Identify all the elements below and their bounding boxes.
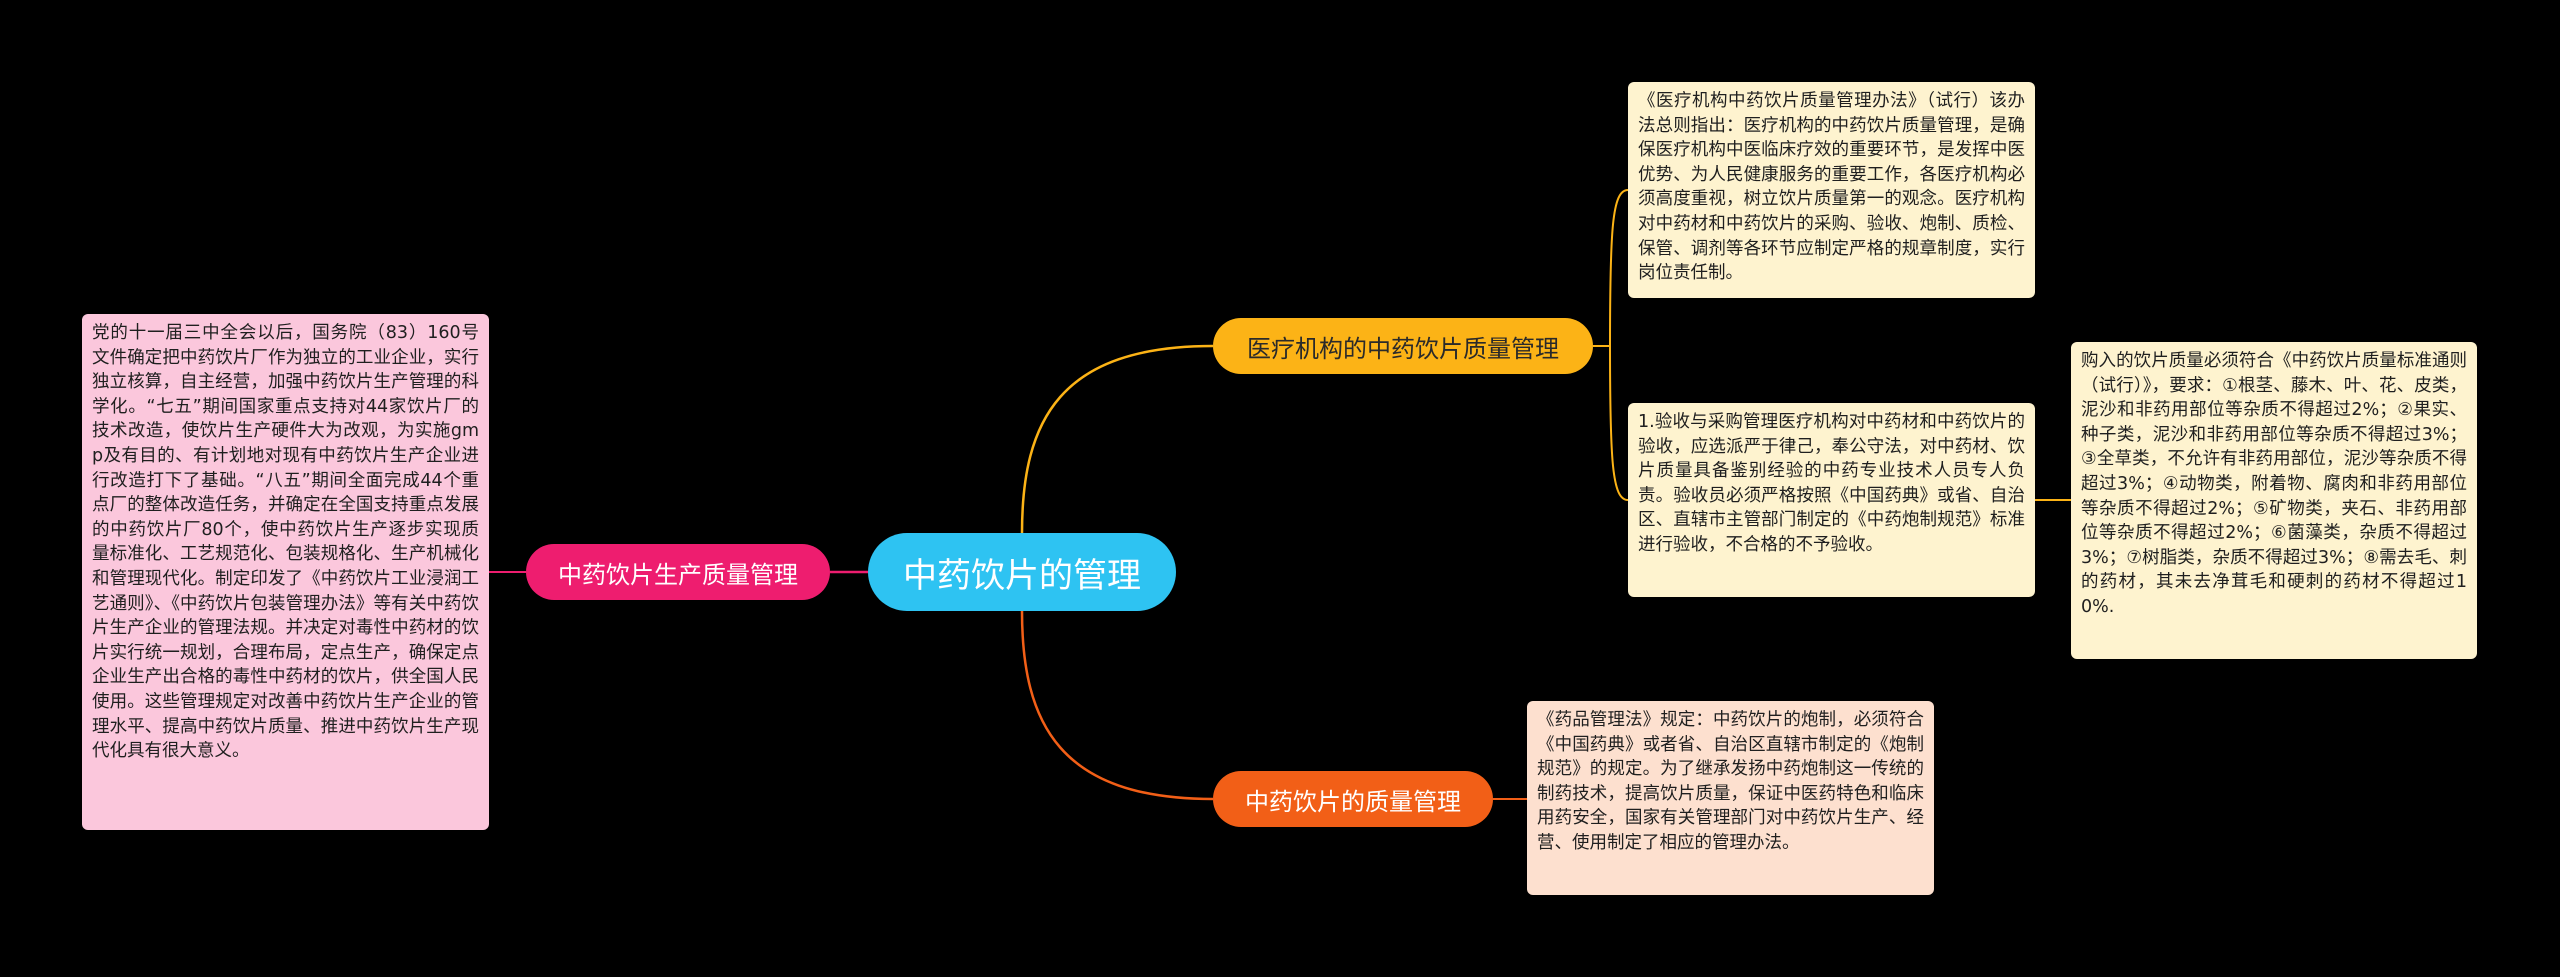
connector-medical-to-note2 [1609,345,1629,501]
note-drug-administration-law[interactable]: 《药品管理法》规定：中药饮片的炮制，必须符合《中国药典》或者省、自治区直辖市制定… [1527,701,1934,895]
connector-root-to-quality [1020,610,1214,801]
note-impurity-standards[interactable]: 购入的饮片质量必须符合《中药饮片质量标准通则（试行）》，要求：①根茎、藤木、叶、… [2071,342,2477,659]
branch-medical-institution-quality[interactable]: 医疗机构的中药饮片质量管理 [1213,318,1593,374]
branch-decoction-pieces-quality[interactable]: 中药饮片的质量管理 [1213,771,1493,827]
connector-root-to-medical [1020,344,1214,534]
root-topic[interactable]: 中药饮片的管理 [868,533,1176,611]
branch-production-quality[interactable]: 中药饮片生产质量管理 [526,544,830,600]
connector-medical-to-note1 [1609,189,1629,347]
note-medical-regulation[interactable]: 《医疗机构中药饮片质量管理办法》（试行）该办法总则指出：医疗机构的中药饮片质量管… [1628,82,2035,298]
note-production-history[interactable]: 党的十一届三中全会以后，国务院（83）160号文件确定把中药饮片厂作为独立的工业… [82,314,489,830]
note-acceptance-procurement[interactable]: 1.验收与采购管理医疗机构对中药材和中药饮片的验收，应选派严于律己，奉公守法，对… [1628,403,2035,597]
